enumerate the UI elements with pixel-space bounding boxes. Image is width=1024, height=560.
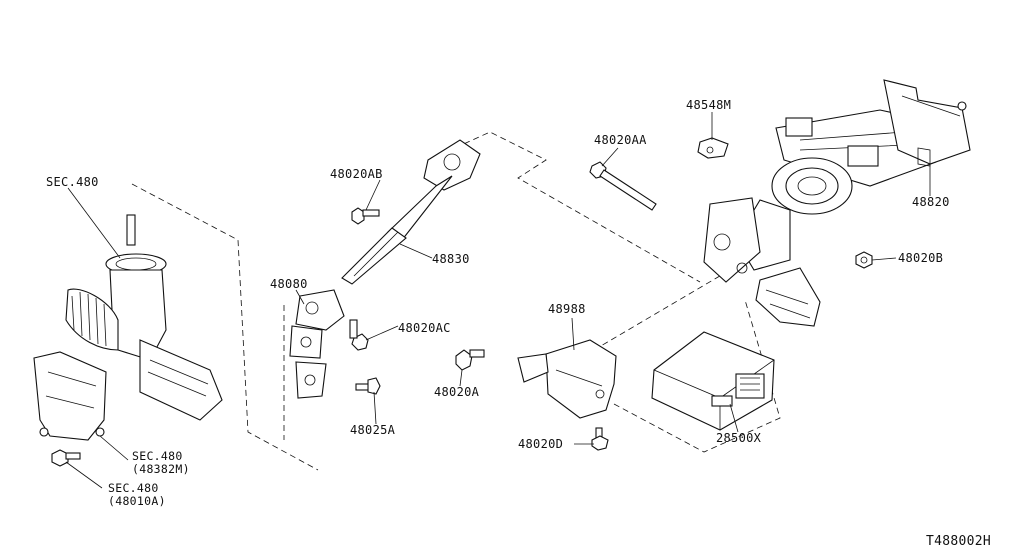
- bolt-48020AC: [349, 319, 369, 351]
- nut-48020B: [855, 251, 873, 269]
- universal-joint-48080: [289, 289, 345, 399]
- label-sec480-cover: SEC.480: [132, 449, 183, 463]
- label-28500X: 28500X: [716, 431, 762, 445]
- bolt-48020AB: [351, 207, 380, 225]
- steering-column-assembly: [703, 79, 971, 327]
- label-48820: 48820: [912, 195, 950, 209]
- control-unit-28500X: [651, 331, 775, 431]
- bolt-48020AA: [589, 161, 657, 211]
- label-48830: 48830: [432, 252, 470, 266]
- bolt-48020A: [455, 349, 485, 371]
- label-48025A: 48025A: [350, 423, 396, 437]
- leader-lines: [65, 112, 931, 489]
- label-48020D: 48020D: [518, 437, 564, 451]
- label-sec480-rack: SEC.480: [46, 175, 99, 189]
- bolt-48010A: [51, 449, 81, 467]
- gear-cover-48382M: [33, 351, 107, 441]
- label-48020AC: 48020AC: [398, 321, 451, 335]
- label-48020B: 48020B: [898, 251, 944, 265]
- label-48548M: 48548M: [686, 98, 732, 112]
- label-48020A: 48020A: [434, 385, 480, 399]
- label-48020AA: 48020AA: [594, 133, 647, 147]
- label-48020AB: 48020AB: [330, 167, 383, 181]
- bolt-48025A: [355, 377, 381, 395]
- label-48010A: (48010A): [108, 494, 166, 508]
- label-sec480-bolt: SEC.480: [108, 481, 159, 495]
- label-48988: 48988: [548, 302, 586, 316]
- intermediate-shaft-48830: [341, 139, 481, 285]
- steering-gear-assembly: [65, 214, 223, 421]
- assembly-dashed-lines: [131, 131, 781, 471]
- diagram-code: T488002H: [926, 534, 992, 549]
- label-48382M: (48382M): [132, 462, 190, 476]
- bracket-48988: [517, 339, 617, 419]
- clip-48548M: [697, 137, 729, 159]
- bolt-48020D: [591, 427, 609, 451]
- label-48080: 48080: [270, 277, 308, 291]
